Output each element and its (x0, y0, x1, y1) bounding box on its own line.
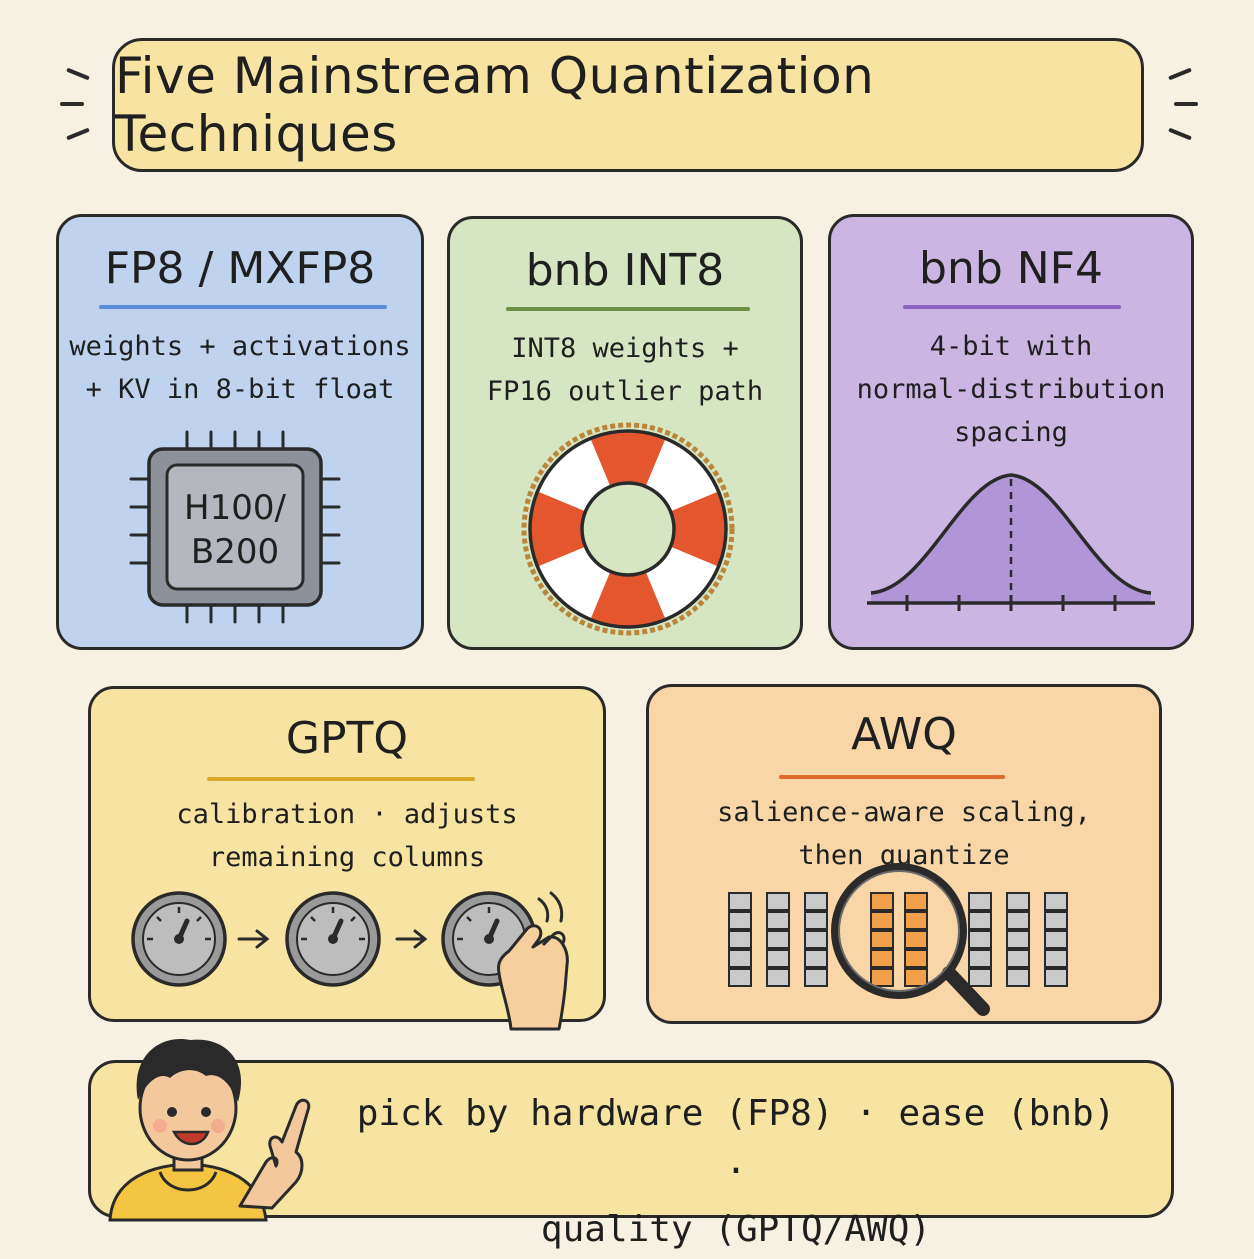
card-awq-description: salience-aware scaling, then quantize (659, 791, 1149, 877)
weight-cell (1006, 968, 1030, 987)
weight-cell (766, 968, 790, 987)
weight-cell (804, 892, 828, 911)
weight-cell (728, 930, 752, 949)
title-banner: Five Mainstream Quantization Techniques (112, 38, 1144, 172)
hand-turning-dial-icon (497, 891, 569, 1031)
card-int8: bnb INT8 INT8 weights + FP16 outlier pat… (447, 216, 803, 650)
weight-cell (904, 930, 928, 949)
weight-cell (804, 968, 828, 987)
weight-cell (870, 949, 894, 968)
card-nf4-desc-line-1: 4-bit with (929, 331, 1093, 362)
card-fp8: FP8 / MXFP8 weights + activations + KV i… (56, 214, 424, 650)
dial-2-icon (285, 891, 381, 987)
card-fp8-heading: FP8 / MXFP8 (104, 243, 376, 294)
title-accent-left-2 (60, 102, 84, 106)
pointing-person-icon (108, 1039, 311, 1222)
card-nf4-desc-line-2: normal-distribution (856, 374, 1166, 405)
title-accent-right-1 (1168, 67, 1192, 81)
card-nf4: bnb NF4 4-bit with normal-distribution s… (828, 214, 1194, 650)
card-awq: AWQ salience-aware scaling, then quantiz… (646, 684, 1162, 1024)
arrow-right-icon (237, 929, 270, 949)
weight-cell (968, 892, 992, 911)
card-fp8-underline (99, 305, 387, 309)
magnifier-icon (831, 863, 990, 1016)
card-nf4-heading: bnb NF4 (919, 243, 1103, 294)
weight-cell (904, 968, 928, 987)
weight-cell (766, 911, 790, 930)
normal-distribution-curve-icon (867, 473, 1155, 611)
weight-cell (870, 968, 894, 987)
weight-cell (728, 949, 752, 968)
chip-label-line-1: H100/ (184, 488, 286, 528)
dial-1-icon (131, 891, 227, 987)
weight-cell (904, 949, 928, 968)
weight-cell (1006, 949, 1030, 968)
card-int8-description: INT8 weights + FP16 outlier path (460, 327, 790, 413)
weight-columns (728, 892, 1068, 987)
weight-cell (1044, 949, 1068, 968)
weight-cell (968, 911, 992, 930)
summary-line-2: quality (GPTQ/AWQ) (540, 1209, 932, 1250)
magnifier-over-columns-icon (728, 863, 1068, 1016)
weight-cell (804, 930, 828, 949)
title-accent-right-2 (1174, 102, 1198, 106)
weight-cell (968, 949, 992, 968)
title-accent-left-3 (66, 127, 90, 141)
card-fp8-description: weights + activations + KV in 8-bit floa… (69, 325, 411, 411)
weight-cell (1044, 892, 1068, 911)
card-gptq: GPTQ calibration · adjusts remaining col… (88, 686, 606, 1031)
weight-cell (870, 930, 894, 949)
weight-cell (968, 968, 992, 987)
weight-cell (804, 949, 828, 968)
card-awq-underline (779, 775, 1005, 779)
weight-cell (728, 968, 752, 987)
weight-cell (1006, 930, 1030, 949)
card-gptq-description: calibration · adjusts remaining columns (101, 793, 593, 879)
chip-label-line-2: B200 (191, 532, 279, 572)
weight-cell (1044, 911, 1068, 930)
weight-cell (804, 911, 828, 930)
weight-cell (766, 930, 790, 949)
summary-line-1: pick by hardware (FP8) · ease (bnb) · (356, 1093, 1116, 1192)
weight-cell (766, 892, 790, 911)
card-int8-underline (506, 307, 750, 311)
summary-banner: pick by hardware (FP8) · ease (bnb) · qu… (88, 1060, 1174, 1250)
gpu-chip-icon: H100/ B200 (129, 430, 341, 624)
weight-cell (1044, 968, 1068, 987)
weight-cell (870, 892, 894, 911)
card-gptq-underline (207, 777, 475, 781)
card-fp8-desc-line-1: weights + activations (69, 331, 411, 362)
weight-cell (904, 911, 928, 930)
card-fp8-desc-line-2: + KV in 8-bit float (85, 374, 395, 405)
card-gptq-desc-line-2: remaining columns (208, 842, 486, 873)
weight-cell (728, 892, 752, 911)
title-accent-left-1 (66, 67, 90, 81)
card-awq-desc-line-1: salience-aware scaling, (717, 797, 1091, 828)
card-awq-heading: AWQ (851, 709, 957, 760)
card-int8-desc-line-2: FP16 outlier path (486, 376, 764, 407)
weight-cell (904, 892, 928, 911)
arrow-right-icon (395, 929, 428, 949)
weight-cell (1006, 892, 1030, 911)
card-nf4-desc-line-3: spacing (954, 417, 1068, 448)
summary-text: pick by hardware (FP8) · ease (bnb) · qu… (341, 1085, 1131, 1259)
weight-cell (968, 930, 992, 949)
card-int8-heading: bnb INT8 (525, 245, 725, 296)
title-accent-right-3 (1168, 127, 1192, 141)
weight-cell (1006, 911, 1030, 930)
card-gptq-heading: GPTQ (285, 713, 409, 764)
card-gptq-desc-line-1: calibration · adjusts (176, 799, 518, 830)
page-title: Five Mainstream Quantization Techniques (115, 47, 875, 163)
life-ring-icon (521, 422, 735, 636)
card-int8-desc-line-1: INT8 weights + (511, 333, 739, 364)
weight-cell (728, 911, 752, 930)
weight-cell (766, 949, 790, 968)
weight-cell (870, 911, 894, 930)
dial-sequence-icon (131, 891, 569, 1031)
card-nf4-underline (903, 305, 1121, 309)
card-nf4-description: 4-bit with normal-distribution spacing (841, 325, 1181, 454)
weight-cell (1044, 930, 1068, 949)
